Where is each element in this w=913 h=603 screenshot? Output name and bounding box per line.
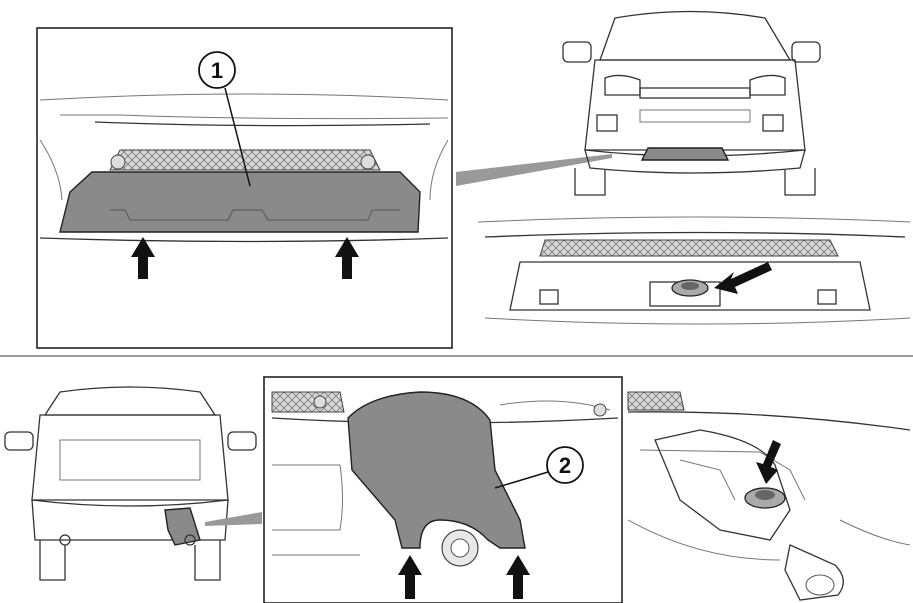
bumper-line — [484, 231, 906, 238]
mount-point — [313, 395, 327, 409]
lower-grille — [539, 239, 839, 257]
rear-towing-eye-cover — [347, 391, 526, 549]
callout-2-circle — [546, 446, 584, 484]
rear-bumper — [31, 499, 229, 541]
diagonal-arrow-icon — [714, 262, 772, 294]
cover-aperture — [654, 429, 791, 541]
callout-1-leader — [224, 87, 251, 187]
callout-2-label: 2 — [559, 453, 571, 478]
left-fog-lamp — [539, 289, 559, 305]
bumper-line — [477, 216, 911, 223]
right-headlamp — [749, 74, 786, 96]
lower-bumper-line — [39, 237, 449, 243]
towing-eye-hole — [755, 490, 775, 500]
bumper-line — [39, 93, 449, 101]
body-outline — [584, 59, 806, 151]
right-mirror — [227, 431, 257, 451]
bumper-line — [60, 114, 449, 120]
upper-grille — [639, 87, 751, 99]
cover-recess-line — [110, 209, 400, 221]
rear-grille — [271, 391, 345, 413]
diagonal-arrow-icon — [756, 440, 781, 484]
right-wheel — [194, 540, 221, 581]
middle-grille — [639, 109, 751, 123]
rear-body — [31, 414, 229, 501]
windscreen — [599, 10, 792, 61]
up-arrow-icon — [131, 237, 155, 279]
towing-eye-hole — [681, 282, 699, 290]
bumper-contour — [272, 464, 343, 531]
right-fog-lamp — [817, 289, 837, 305]
zoom-connector — [456, 154, 612, 186]
bumper-line — [39, 139, 63, 201]
rear-window — [43, 386, 217, 416]
callout-1-circle — [198, 51, 236, 89]
front-cover-detail-panel: 1 — [36, 27, 453, 349]
tailgate-panel — [59, 439, 201, 481]
exhaust-inner — [805, 574, 835, 596]
fog-lamp-mount — [360, 154, 376, 170]
zoom-connector — [205, 512, 262, 526]
front-towing-eye-installed — [477, 216, 911, 325]
right-fog-lamp — [762, 114, 784, 132]
up-arrow-icon — [335, 237, 359, 279]
up-arrow-icon — [506, 555, 530, 599]
rear-cover-detail-panel: 2 — [263, 376, 623, 603]
exhaust-inner — [450, 538, 470, 558]
bumper-contour — [639, 449, 806, 501]
left-wheel — [39, 540, 66, 581]
bumper-line — [627, 411, 911, 431]
up-arrow-icon — [398, 555, 422, 599]
vehicle-front-view — [562, 10, 821, 196]
left-fog-lamp — [596, 114, 618, 132]
bumper-line — [429, 139, 449, 201]
bumper-line — [94, 121, 431, 127]
mount-point — [593, 403, 607, 417]
rear-grille — [627, 391, 685, 411]
front-towing-eye-cover — [59, 171, 421, 233]
lower-bumper-line — [839, 519, 911, 546]
lower-bumper-line — [484, 317, 911, 325]
lower-bumper-line — [627, 519, 781, 561]
rear-towing-eye-installed — [627, 391, 911, 601]
exhaust-tip — [784, 544, 844, 601]
callout-1-label: 1 — [211, 58, 223, 83]
right-mirror — [791, 41, 821, 63]
exhaust-right — [184, 534, 196, 546]
vehicle-front-cover-highlight — [640, 147, 730, 161]
cover-aperture — [509, 261, 871, 311]
left-wheel — [574, 168, 606, 196]
internal-bracket — [679, 459, 736, 501]
left-mirror — [562, 41, 592, 63]
vehicle-rear-view — [4, 386, 257, 581]
left-mirror — [4, 431, 34, 451]
left-headlamp — [604, 74, 641, 96]
callout-2-leader — [494, 471, 549, 489]
right-wheel — [784, 168, 816, 196]
fog-lamp-mount — [110, 154, 126, 170]
